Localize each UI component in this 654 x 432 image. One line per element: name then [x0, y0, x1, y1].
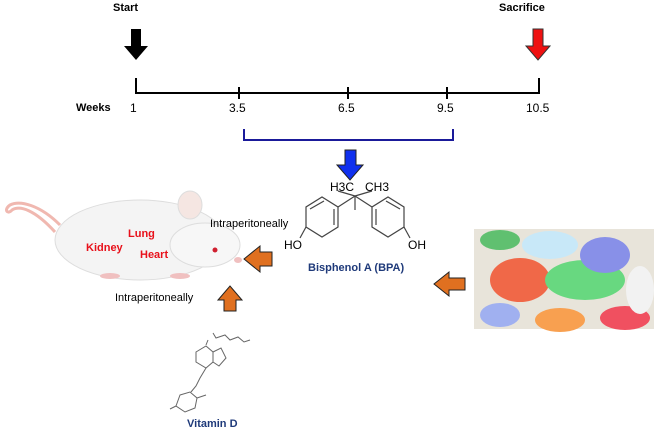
weeks-label: Weeks	[76, 102, 111, 114]
timeline-axis	[135, 78, 540, 99]
vitd-route-label: Intraperitoneally	[115, 292, 194, 304]
tick-label-6-5: 6.5	[338, 101, 355, 115]
vitd-up-arrow-icon	[216, 285, 244, 312]
vitamin-d-structure	[169, 332, 251, 413]
plastic-products-photo	[474, 229, 654, 332]
start-arrow-icon	[124, 29, 148, 60]
tick-label-3-5: 3.5	[229, 101, 246, 115]
organ-lung: Lung	[128, 228, 155, 240]
bpa-structure	[299, 190, 411, 239]
start-label: Start	[113, 2, 139, 14]
bpa-ch3-right: CH3	[365, 180, 390, 194]
bpa-h3c-left: H3C	[330, 180, 355, 194]
organ-heart: Heart	[140, 249, 169, 261]
vitd-to-mouse-arrow-icon	[243, 244, 273, 274]
bpa-oh-right: OH	[408, 238, 426, 252]
vitamin-d-name: Vitamin D	[187, 418, 238, 430]
bpa-route-label: Intraperitoneally	[210, 218, 289, 230]
sacrifice-label: Sacrifice	[499, 2, 545, 14]
tick-label-1: 1	[130, 101, 137, 115]
sacrifice-arrow-icon	[524, 28, 552, 61]
plastic-to-bpa-arrow-icon	[433, 270, 466, 298]
tick-label-9-5: 9.5	[437, 101, 454, 115]
tick-label-10-5: 10.5	[526, 101, 550, 115]
bpa-down-arrow-icon	[335, 149, 365, 181]
bpa-oh-left: HO	[284, 238, 302, 252]
organ-kidney: Kidney	[86, 242, 123, 254]
bpa-name: Bisphenol A (BPA)	[308, 262, 405, 274]
exposure-bracket	[243, 129, 454, 141]
mouse-illustration	[5, 190, 242, 281]
